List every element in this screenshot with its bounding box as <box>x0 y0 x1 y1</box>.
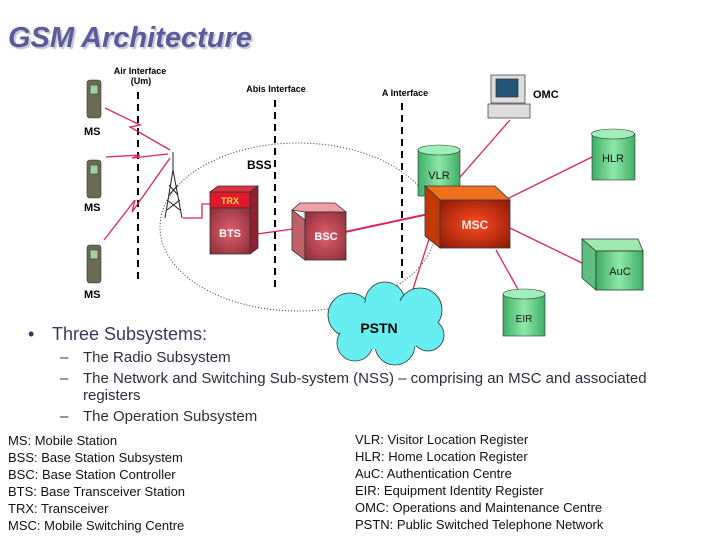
vlr-label: VLR <box>428 170 449 182</box>
bts-box <box>208 185 260 255</box>
legend-item: HLR: Home Location Register <box>355 449 528 464</box>
legend-item: BSS: Base Station Subsystem <box>8 450 183 465</box>
hlr-label: HLR <box>602 153 624 165</box>
sub-item-2: The Network and Switching Sub-system (NS… <box>83 370 647 387</box>
legend-item: AuC: Authentication Centre <box>355 466 512 481</box>
legend-left: MS: Mobile Station BSS: Base Station Sub… <box>8 432 185 534</box>
bsc-box <box>291 202 348 261</box>
mobile-station-icon <box>86 79 102 284</box>
dash: – <box>60 370 69 387</box>
bsc-label: BSC <box>314 231 337 243</box>
legend-right: VLR: Visitor Location Register HLR: Home… <box>355 431 603 533</box>
auc-label: AuC <box>609 266 630 278</box>
eir-database-icon <box>502 288 546 337</box>
air-interface-label: Air Interface <box>114 66 167 76</box>
legend-item: PSTN: Public Switched Telephone Network <box>355 517 604 532</box>
legend-item: BTS: Base Transceiver Station <box>8 484 186 499</box>
sub-item-2-cont: registers <box>83 387 141 404</box>
legend-item: EIR: Equipment Identity Register <box>355 483 544 498</box>
a-interface-label: A Interface <box>382 88 428 98</box>
legend-item: VLR: Visitor Location Register <box>355 432 529 447</box>
ms-label-2: MS <box>84 202 101 214</box>
bullet-dot: • <box>28 324 35 344</box>
sub-item-1: The Radio Subsystem <box>83 349 231 366</box>
auc-box <box>580 238 644 291</box>
sub-item-3: The Operation Subsystem <box>83 408 258 425</box>
legend-item: BSC: Base Station Controller <box>8 467 176 482</box>
bts-label: BTS <box>219 228 241 240</box>
pstn-label: PSTN <box>360 320 397 336</box>
msc-box <box>423 185 512 249</box>
eir-label: EIR <box>516 314 533 325</box>
legend-item: MS: Mobile Station <box>8 433 118 448</box>
dash: – <box>60 408 69 425</box>
bts-tower-icon <box>164 152 183 219</box>
bss-label: BSS <box>247 158 272 172</box>
bullet-main: Three Subsystems: <box>52 324 208 344</box>
legend-item: MSC: Mobile Switching Centre <box>8 518 185 533</box>
msc-label: MSC <box>462 218 489 232</box>
omc-computer-icon <box>487 74 531 119</box>
dash: – <box>60 349 69 366</box>
legend-item: OMC: Operations and Maintenance Centre <box>355 500 603 515</box>
trx-label: TRX <box>221 196 239 206</box>
hlr-database-icon <box>591 128 636 181</box>
legend-item: TRX: Transceiver <box>8 501 109 516</box>
slide-title: GSM Architecture <box>8 22 252 54</box>
omc-label: OMC <box>533 89 559 101</box>
ms-label-3: MS <box>84 289 101 301</box>
ms-label-1: MS <box>84 126 101 138</box>
air-interface-sub: (Um) <box>131 76 152 86</box>
abis-interface-label: Abis Interface <box>246 84 306 94</box>
